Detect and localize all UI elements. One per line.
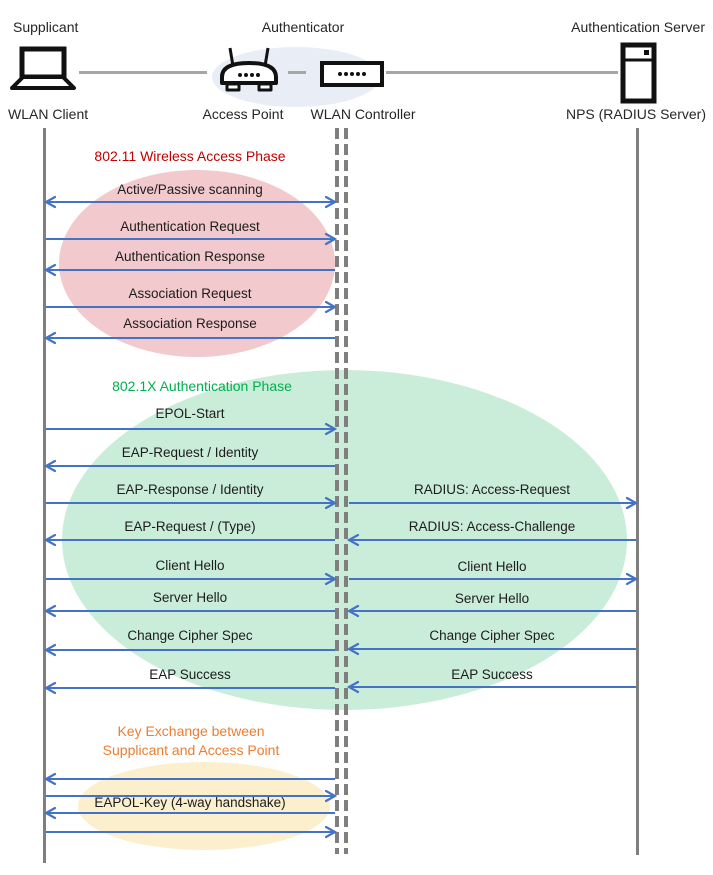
lifeline-controller-dashed-1 bbox=[335, 128, 339, 854]
lifeline-wlan-client bbox=[43, 128, 46, 863]
device-label-wlan-controller: WLAN Controller bbox=[310, 106, 416, 122]
access-point-icon bbox=[220, 47, 278, 92]
lifeline-radius-server bbox=[636, 128, 639, 855]
phase-title-key-exchange: Key Exchange between Supplicant and Acce… bbox=[102, 723, 280, 758]
device-label-wlan-client: WLAN Client bbox=[8, 106, 89, 122]
connector-line-ap-controller bbox=[288, 71, 306, 74]
phase-title-8021x-authentication: 802.1X Authentication Phase bbox=[112, 378, 292, 394]
phase-title-80211-wireless-access: 802.11 Wireless Access Phase bbox=[94, 148, 286, 164]
wlan-controller-icon bbox=[320, 61, 384, 87]
laptop-icon bbox=[10, 46, 76, 90]
role-label-supplicant: Supplicant bbox=[13, 19, 79, 35]
lifeline-controller-dashed-2 bbox=[344, 128, 348, 854]
connector-line-client-ap bbox=[79, 71, 207, 74]
device-label-access-point: Access Point bbox=[202, 106, 284, 122]
connector-line-controller-server bbox=[386, 71, 618, 74]
role-label-authentication-server: Authentication Server bbox=[571, 19, 705, 35]
phase-key-exchange-ellipse bbox=[78, 762, 330, 850]
role-label-authenticator: Authenticator bbox=[261, 19, 345, 35]
server-icon bbox=[620, 42, 657, 104]
device-label-nps-radius-server: NPS (RADIUS Server) bbox=[565, 106, 706, 122]
